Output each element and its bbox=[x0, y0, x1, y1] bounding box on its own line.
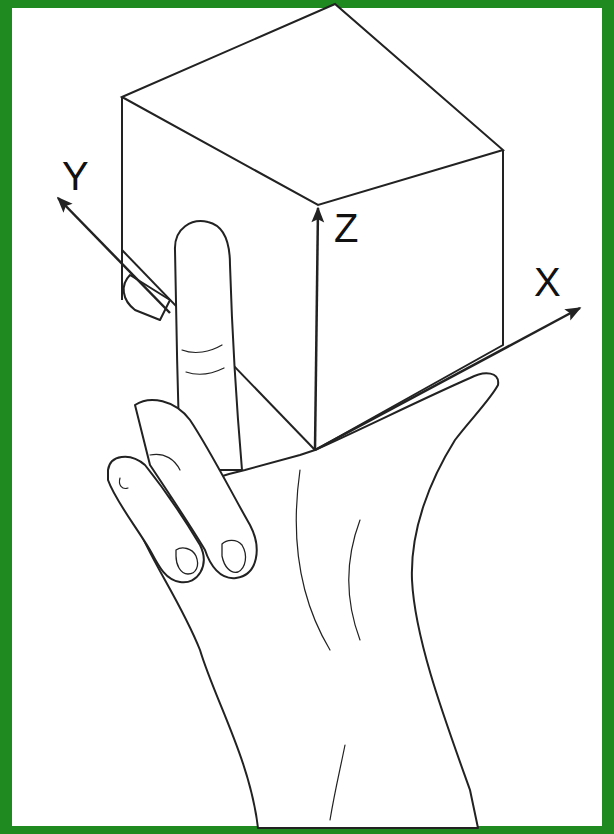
hand bbox=[108, 221, 498, 828]
axis-label: Z bbox=[334, 208, 358, 248]
axis-label: Y bbox=[62, 156, 89, 196]
axis-label: X bbox=[534, 262, 561, 302]
coordinate-axes bbox=[58, 198, 580, 450]
